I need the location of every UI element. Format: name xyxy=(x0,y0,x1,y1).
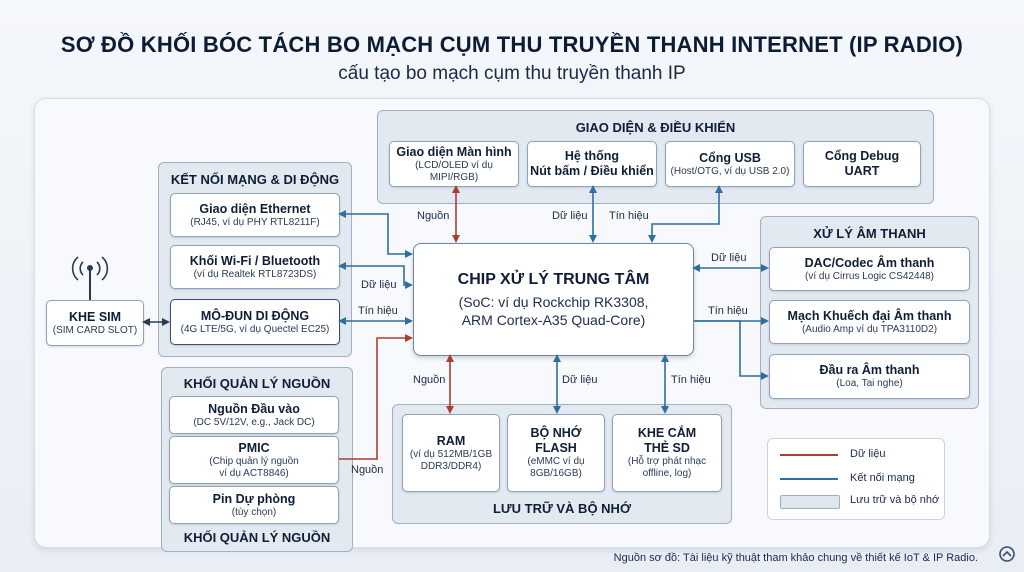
audio-output-box: Đầu ra Âm thanh (Loa, Tai nghe) xyxy=(769,354,970,399)
sim-slot-title: KHE SIM xyxy=(68,309,122,324)
debug-uart-box: Cổng Debug UART xyxy=(803,141,921,187)
brand-logo-icon xyxy=(999,546,1015,562)
pmic-box: PMIC (Chip quản lý nguồn ví dụ ACT8846) xyxy=(169,436,339,484)
ram-sub2: DDR3/DDR4) xyxy=(420,460,482,472)
audio-output-sub: (Loa, Tai nghe) xyxy=(836,378,903,389)
flash-box: BỘ NHỚ FLASH (eMMC ví dụ 8GB/16GB) xyxy=(507,414,605,492)
sd-slot-box: KHE CẮM THẺ SD (Hỗ trợ phát nhạc offline… xyxy=(612,414,722,492)
backup-battery-title: Pin Dự phòng xyxy=(212,491,296,506)
ram-box: RAM (ví dụ 512MB/1GB DDR3/DDR4) xyxy=(402,414,500,492)
usb-port-title: Cổng USB xyxy=(699,150,761,165)
cpu-line1: (SoC: ví dụ Rockchip RK3308, xyxy=(458,293,649,310)
amplifier-box: Mạch Khuếch đại Âm thanh (Audio Amp ví d… xyxy=(769,300,970,344)
display-interface-title: Giao diện Màn hình xyxy=(396,144,512,159)
cellular-module-sub: (4G LTE/5G, ví dụ Quectel EC25) xyxy=(180,323,330,335)
audio-output-title: Đầu ra Âm thanh xyxy=(819,363,920,377)
usb-port-box: Cổng USB (Host/OTG, ví dụ USB 2.0) xyxy=(665,141,795,187)
label-data-buttons: Dữ liệu xyxy=(552,210,588,222)
legend-swatch-data xyxy=(780,454,838,456)
legend-label-storage: Lưu trữ và bộ nhớ xyxy=(850,494,940,506)
buttons-control-title: Hệ thống xyxy=(564,149,620,163)
wifi-bt-sub: (ví dụ Realtek RTL8723DS) xyxy=(193,268,317,280)
cpu-line2: ARM Cortex-A35 Quad-Core) xyxy=(461,311,646,328)
label-power-display: Nguồn xyxy=(417,210,450,222)
buttons-control-box: Hệ thống Nút bấm / Điều khiển xyxy=(527,141,657,187)
sim-slot-sub: (SIM CARD SLOT) xyxy=(52,324,138,336)
sim-slot-box: KHE SIM (SIM CARD SLOT) xyxy=(46,300,144,346)
legend-label-data: Dữ liệu xyxy=(850,448,886,460)
sd-slot-title2: THẺ SD xyxy=(644,441,690,455)
amplifier-title: Mạch Khuếch đại Âm thanh xyxy=(787,308,952,323)
legend-item-network: Kết nối mạng xyxy=(780,471,940,487)
group-audio-title: XỬ LÝ ÂM THANH xyxy=(813,226,926,241)
legend-item-storage: Lưu trữ và bộ nhớ xyxy=(780,493,940,509)
display-interface-sub: (LCD/OLED ví dụ MIPI/RGB) xyxy=(415,159,493,183)
backup-battery-box: Pin Dự phòng (tùy chọn) xyxy=(169,486,339,524)
backup-battery-sub: (tùy chọn) xyxy=(231,506,277,518)
wire-wifi-cpu xyxy=(338,262,413,289)
label-signal-amp: Tín hiệu xyxy=(708,305,748,317)
sd-slot-sub2: offline, log) xyxy=(642,468,692,479)
label-signal-sd: Tín hiệu xyxy=(671,374,711,386)
group-network-title: KẾT NỐI MẠNG & DI ĐỘNG xyxy=(170,172,340,187)
pmic-sub2: ví dụ ACT8846) xyxy=(219,467,289,479)
debug-uart-title: Cổng Debug xyxy=(824,149,900,163)
power-input-sub: (DC 5V/12V, e.g., Jack DC) xyxy=(193,416,315,428)
label-signal-cellular: Tín hiệu xyxy=(358,305,398,317)
legend: Dữ liệu Kết nối mạng Lưu trữ và bộ nhớ xyxy=(767,438,945,520)
label-data-dac: Dữ liệu xyxy=(711,252,747,264)
label-data-wifi: Dữ liệu xyxy=(361,279,397,291)
wire-ethernet-cpu xyxy=(338,210,413,258)
legend-label-network: Kết nối mạng xyxy=(850,472,915,484)
ram-title: RAM xyxy=(436,433,466,448)
buttons-control-title2: Nút bấm / Điều khiển xyxy=(530,164,654,178)
legend-swatch-network xyxy=(780,478,838,480)
group-power-title-bottom: KHỐI QUẢN LÝ NGUỒN xyxy=(183,530,331,545)
cellular-module-box: MÔ-ĐUN DI ĐỘNG (4G LTE/5G, ví dụ Quectel… xyxy=(170,299,340,345)
wifi-bt-box: Khối Wi-Fi / Bluetooth (ví dụ Realtek RT… xyxy=(170,245,340,289)
wire-usb-cpu xyxy=(648,185,723,243)
wifi-bt-title: Khối Wi-Fi / Bluetooth xyxy=(189,253,321,268)
debug-uart-title2: UART xyxy=(844,164,880,178)
pmic-sub1: (Chip quản lý nguồn xyxy=(209,455,299,467)
group-power-title-top: KHỐI QUẢN LÝ NGUỒN xyxy=(183,376,331,391)
cellular-module-title: MÔ-ĐUN DI ĐỘNG xyxy=(200,308,310,323)
diagram-subtitle: cấu tạo bo mạch cụm thu truyền thanh IP xyxy=(338,63,686,84)
group-storage-title: LƯU TRỮ VÀ BỘ NHỚ xyxy=(492,501,632,516)
diagram-title: SƠ ĐỒ KHỐI BÓC TÁCH BO MẠCH CỤM THU TRUY… xyxy=(60,32,964,57)
amplifier-sub: (Audio Amp ví dụ TPA3110D2) xyxy=(801,323,938,335)
antenna-icon xyxy=(71,256,109,300)
flash-sub2: 8GB/16GB) xyxy=(530,468,582,479)
label-signal-usb: Tín hiệu xyxy=(609,210,649,222)
usb-port-sub: (Host/OTG, ví dụ USB 2.0) xyxy=(670,165,790,177)
group-interface-title: GIAO DIỆN & ĐIỀU KHIỂN xyxy=(575,120,736,135)
wire-cpu-output xyxy=(694,320,769,380)
ram-sub1: (ví dụ 512MB/1GB xyxy=(409,448,493,460)
power-input-title: Nguồn Đầu vào xyxy=(208,401,300,416)
legend-swatch-storage xyxy=(780,495,840,509)
flash-title: BỘ NHỚ FLASH xyxy=(530,426,582,455)
label-data-flash: Dữ liệu xyxy=(562,374,598,386)
cpu-box: CHIP XỬ LÝ TRUNG TÂM (SoC: ví dụ Rockchi… xyxy=(413,243,694,356)
wire-pmic-cpu xyxy=(339,334,413,460)
flash-sub1: (eMMC ví dụ xyxy=(527,456,585,467)
label-power-pmic: Nguồn xyxy=(351,464,384,476)
dac-codec-title: DAC/Codec Âm thanh xyxy=(804,255,935,270)
legend-item-data: Dữ liệu xyxy=(780,447,940,463)
cpu-title: CHIP XỬ LÝ TRUNG TÂM xyxy=(457,270,650,288)
sd-slot-title: KHE CẮM xyxy=(637,426,697,440)
power-input-box: Nguồn Đầu vào (DC 5V/12V, e.g., Jack DC) xyxy=(169,396,339,434)
ethernet-sub: (RJ45, ví dụ PHY RTL8211F) xyxy=(190,216,320,228)
label-power-ram: Nguồn xyxy=(413,374,446,386)
display-interface-box: Giao diện Màn hình (LCD/OLED ví dụ MIPI/… xyxy=(389,141,519,187)
source-note: Nguồn sơ đồ: Tài liệu kỹ thuật tham khảo… xyxy=(613,552,978,564)
dac-codec-sub: (ví dụ Cirrus Logic CS42448) xyxy=(805,270,934,282)
pmic-title: PMIC xyxy=(238,440,270,455)
ethernet-title: Giao diện Ethernet xyxy=(199,201,311,216)
sd-slot-sub1: (Hỗ trợ phát nhạc xyxy=(627,456,707,467)
ethernet-box: Giao diện Ethernet (RJ45, ví dụ PHY RTL8… xyxy=(170,193,340,237)
dac-codec-box: DAC/Codec Âm thanh (ví dụ Cirrus Logic C… xyxy=(769,247,970,291)
